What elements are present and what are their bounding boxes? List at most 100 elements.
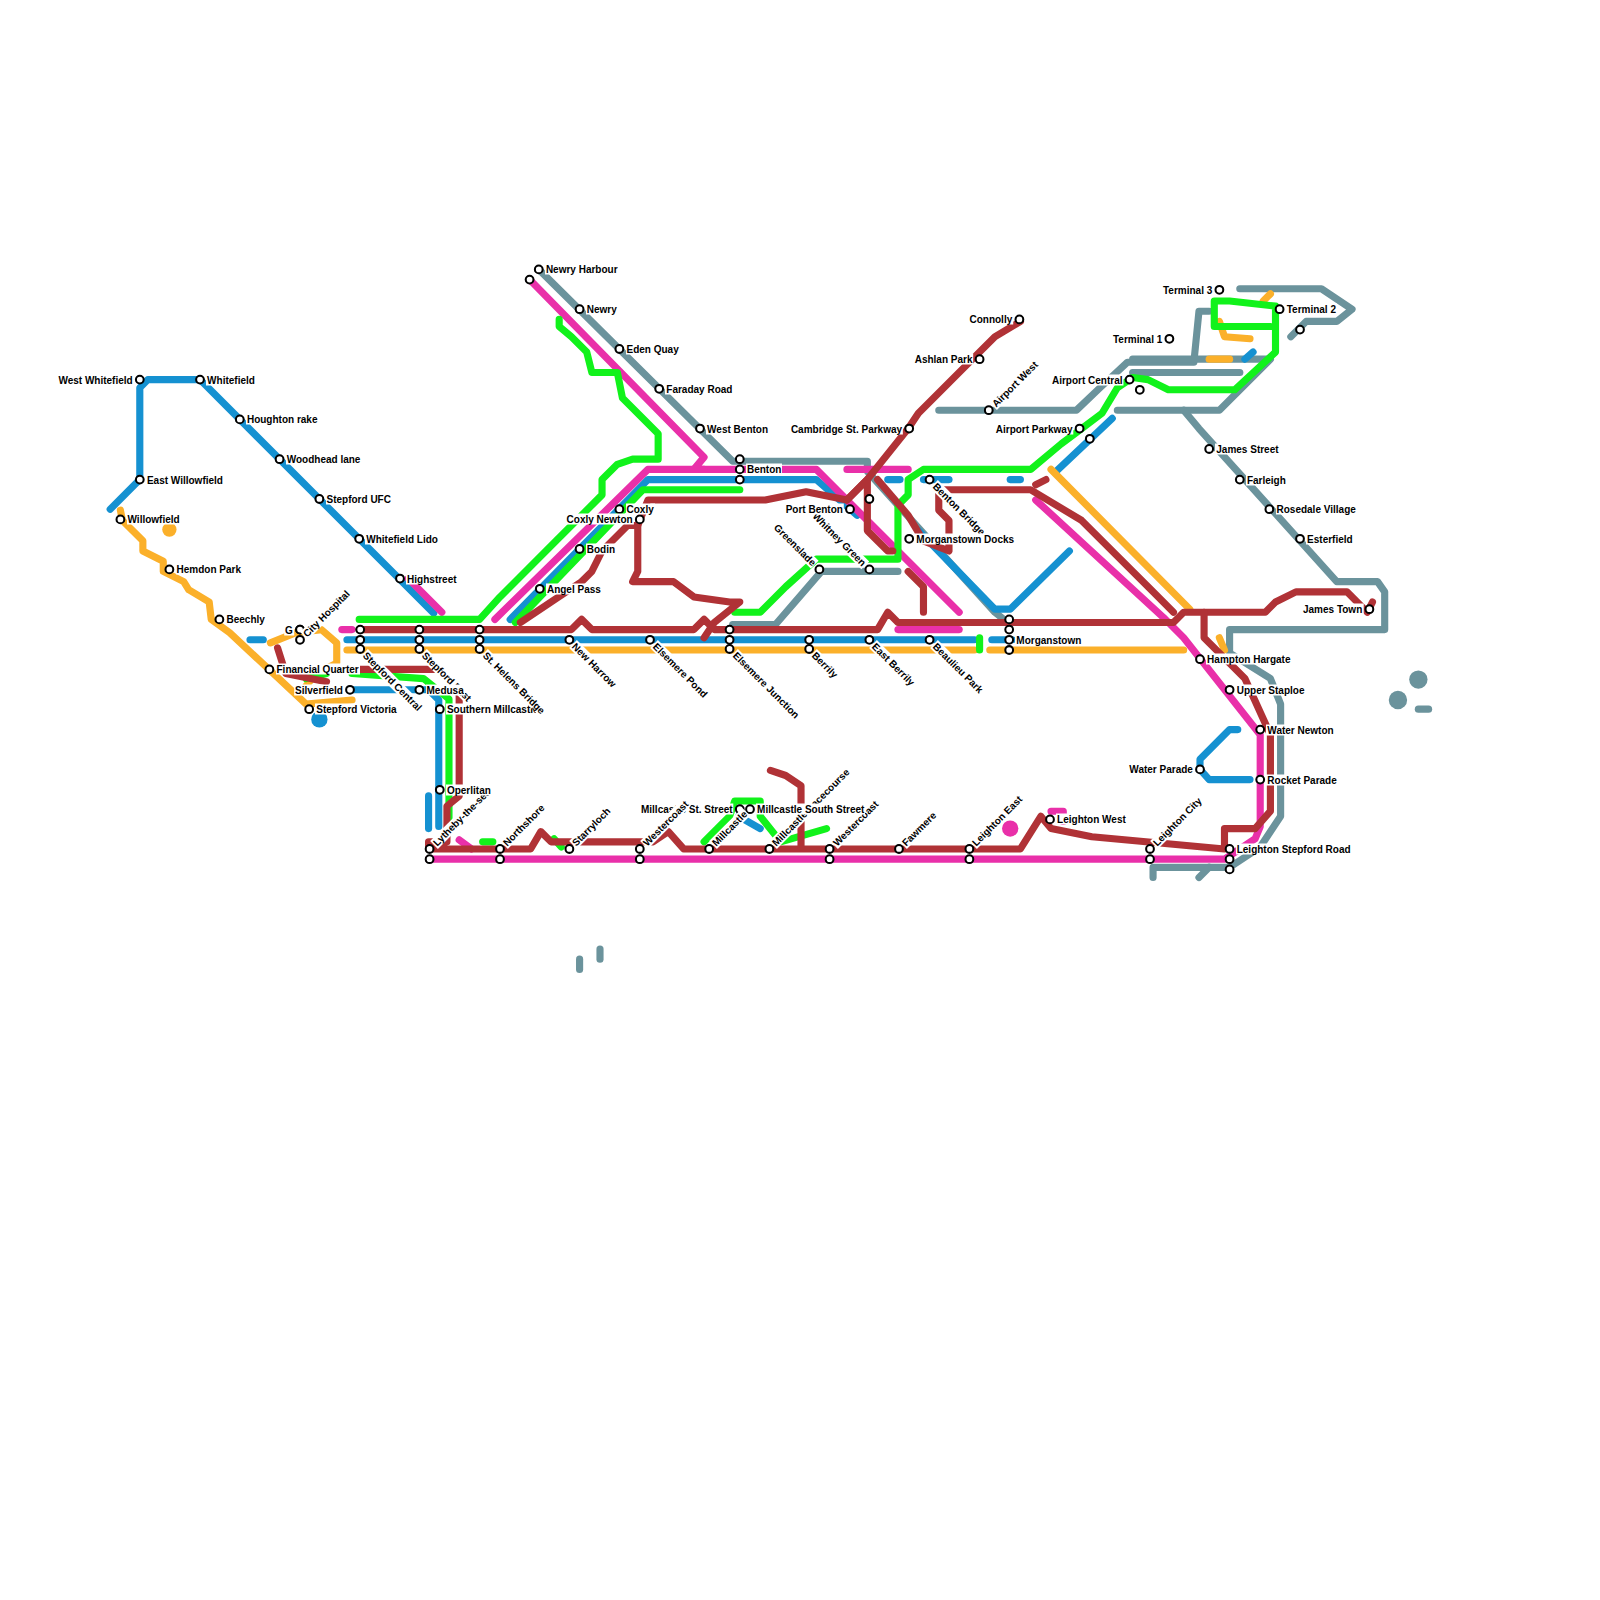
route-line bbox=[342, 626, 352, 633]
station-label: Terminal 3 bbox=[1162, 284, 1213, 295]
station-label: East Berrily bbox=[870, 640, 919, 689]
route-layer bbox=[110, 266, 1428, 970]
station-dot bbox=[356, 645, 364, 653]
station-dot bbox=[905, 425, 913, 433]
route-line bbox=[520, 526, 739, 638]
station-label: Medusa bbox=[426, 684, 465, 695]
map-blob bbox=[1389, 691, 1407, 709]
station-dot bbox=[1005, 636, 1013, 644]
station-dot bbox=[276, 455, 284, 463]
station-dot bbox=[355, 535, 363, 543]
station-dot bbox=[1196, 655, 1204, 663]
station-dot bbox=[356, 636, 364, 644]
station-dot bbox=[805, 645, 813, 653]
route-line bbox=[120, 510, 352, 704]
route-line bbox=[425, 796, 432, 829]
station-dot bbox=[616, 505, 624, 513]
station-dot bbox=[646, 636, 654, 644]
station-dot bbox=[616, 345, 624, 353]
station-label: Southern Millcastle bbox=[446, 704, 540, 715]
route-line bbox=[1219, 638, 1224, 650]
route-line bbox=[898, 626, 959, 633]
station-dot bbox=[1216, 286, 1224, 294]
route-line bbox=[735, 301, 1276, 612]
station-dot bbox=[196, 376, 204, 384]
route-line bbox=[908, 571, 923, 612]
station-label: Woodhead lane bbox=[286, 454, 362, 465]
station-dot bbox=[636, 516, 644, 524]
station-dot bbox=[1256, 776, 1264, 784]
station-dot bbox=[895, 845, 903, 853]
station-dot bbox=[216, 616, 224, 624]
station-label: Houghton rake bbox=[246, 414, 319, 425]
station-dot bbox=[476, 636, 484, 644]
station-dot bbox=[535, 266, 543, 274]
station-dot bbox=[846, 505, 854, 513]
station-dot bbox=[805, 636, 813, 644]
station-dot bbox=[496, 855, 504, 863]
station-label: Berrily bbox=[809, 649, 841, 681]
station-label: James Street bbox=[1215, 443, 1279, 454]
map-blob bbox=[1409, 670, 1427, 688]
station-label: Cambridge St. Parkway bbox=[790, 423, 903, 434]
station-dot bbox=[1256, 726, 1264, 734]
station-label: Elsemere Pond bbox=[650, 640, 710, 700]
station-dot bbox=[576, 305, 584, 313]
station-label: West Benton bbox=[706, 423, 769, 434]
station-dot bbox=[1005, 646, 1013, 654]
route-line bbox=[539, 269, 1010, 624]
route-line bbox=[1117, 359, 1270, 410]
station-dot bbox=[536, 585, 544, 593]
station-label: Connolly bbox=[968, 314, 1013, 325]
station-dot bbox=[926, 476, 934, 484]
station-label: Esterfield bbox=[1306, 533, 1354, 544]
station-label: Angel Pass bbox=[546, 583, 602, 594]
station-dot bbox=[655, 385, 663, 393]
station-label: Stepford East bbox=[420, 649, 475, 704]
station-dot bbox=[1005, 626, 1013, 634]
route-line bbox=[976, 638, 983, 650]
station-label: Hampton Hargate bbox=[1206, 654, 1291, 665]
station-dot bbox=[736, 455, 744, 463]
route-line bbox=[1418, 706, 1428, 713]
route-line bbox=[1200, 730, 1250, 780]
route-line bbox=[576, 959, 583, 969]
station-dot bbox=[1136, 386, 1144, 394]
station-label: Eden Quay bbox=[626, 343, 680, 354]
station-label: Airport Parkway bbox=[995, 423, 1074, 434]
route-line bbox=[990, 646, 1184, 653]
route-line bbox=[429, 500, 1261, 859]
station-dot bbox=[636, 845, 644, 853]
station-dot bbox=[426, 845, 434, 853]
station-label: Leighton West bbox=[1056, 814, 1127, 825]
station-dot bbox=[236, 416, 244, 424]
station-dot bbox=[136, 376, 144, 384]
station-label: Rosedale Village bbox=[1276, 504, 1357, 515]
station-label: G bbox=[284, 624, 294, 635]
station-label: James Town bbox=[1302, 604, 1363, 615]
station-dot bbox=[356, 626, 364, 634]
station-label: West Whitefield bbox=[57, 374, 133, 385]
station-dot bbox=[476, 645, 484, 653]
route-line bbox=[878, 480, 1174, 613]
station-label: Newry bbox=[586, 304, 618, 315]
station-label: Willowfield bbox=[127, 514, 181, 525]
station-label: Rocket Parade bbox=[1266, 774, 1337, 785]
route-line bbox=[359, 612, 1270, 849]
station-dot bbox=[1226, 686, 1234, 694]
station-label: Terminal 2 bbox=[1286, 304, 1337, 315]
route-line bbox=[110, 380, 433, 614]
station-label: New Harrow bbox=[570, 640, 620, 690]
station-label: Greenslade bbox=[771, 521, 819, 569]
station-label: Newry Harbour bbox=[545, 264, 619, 275]
route-line bbox=[483, 838, 493, 845]
station-dot bbox=[166, 566, 174, 574]
station-label: Terminal 1 bbox=[1112, 333, 1163, 344]
route-line bbox=[1133, 369, 1240, 376]
station-dot bbox=[566, 636, 574, 644]
station-dot bbox=[866, 495, 874, 503]
station-dot bbox=[316, 495, 324, 503]
station-dot bbox=[416, 636, 424, 644]
station-label: Millcastle South Street bbox=[756, 804, 865, 815]
